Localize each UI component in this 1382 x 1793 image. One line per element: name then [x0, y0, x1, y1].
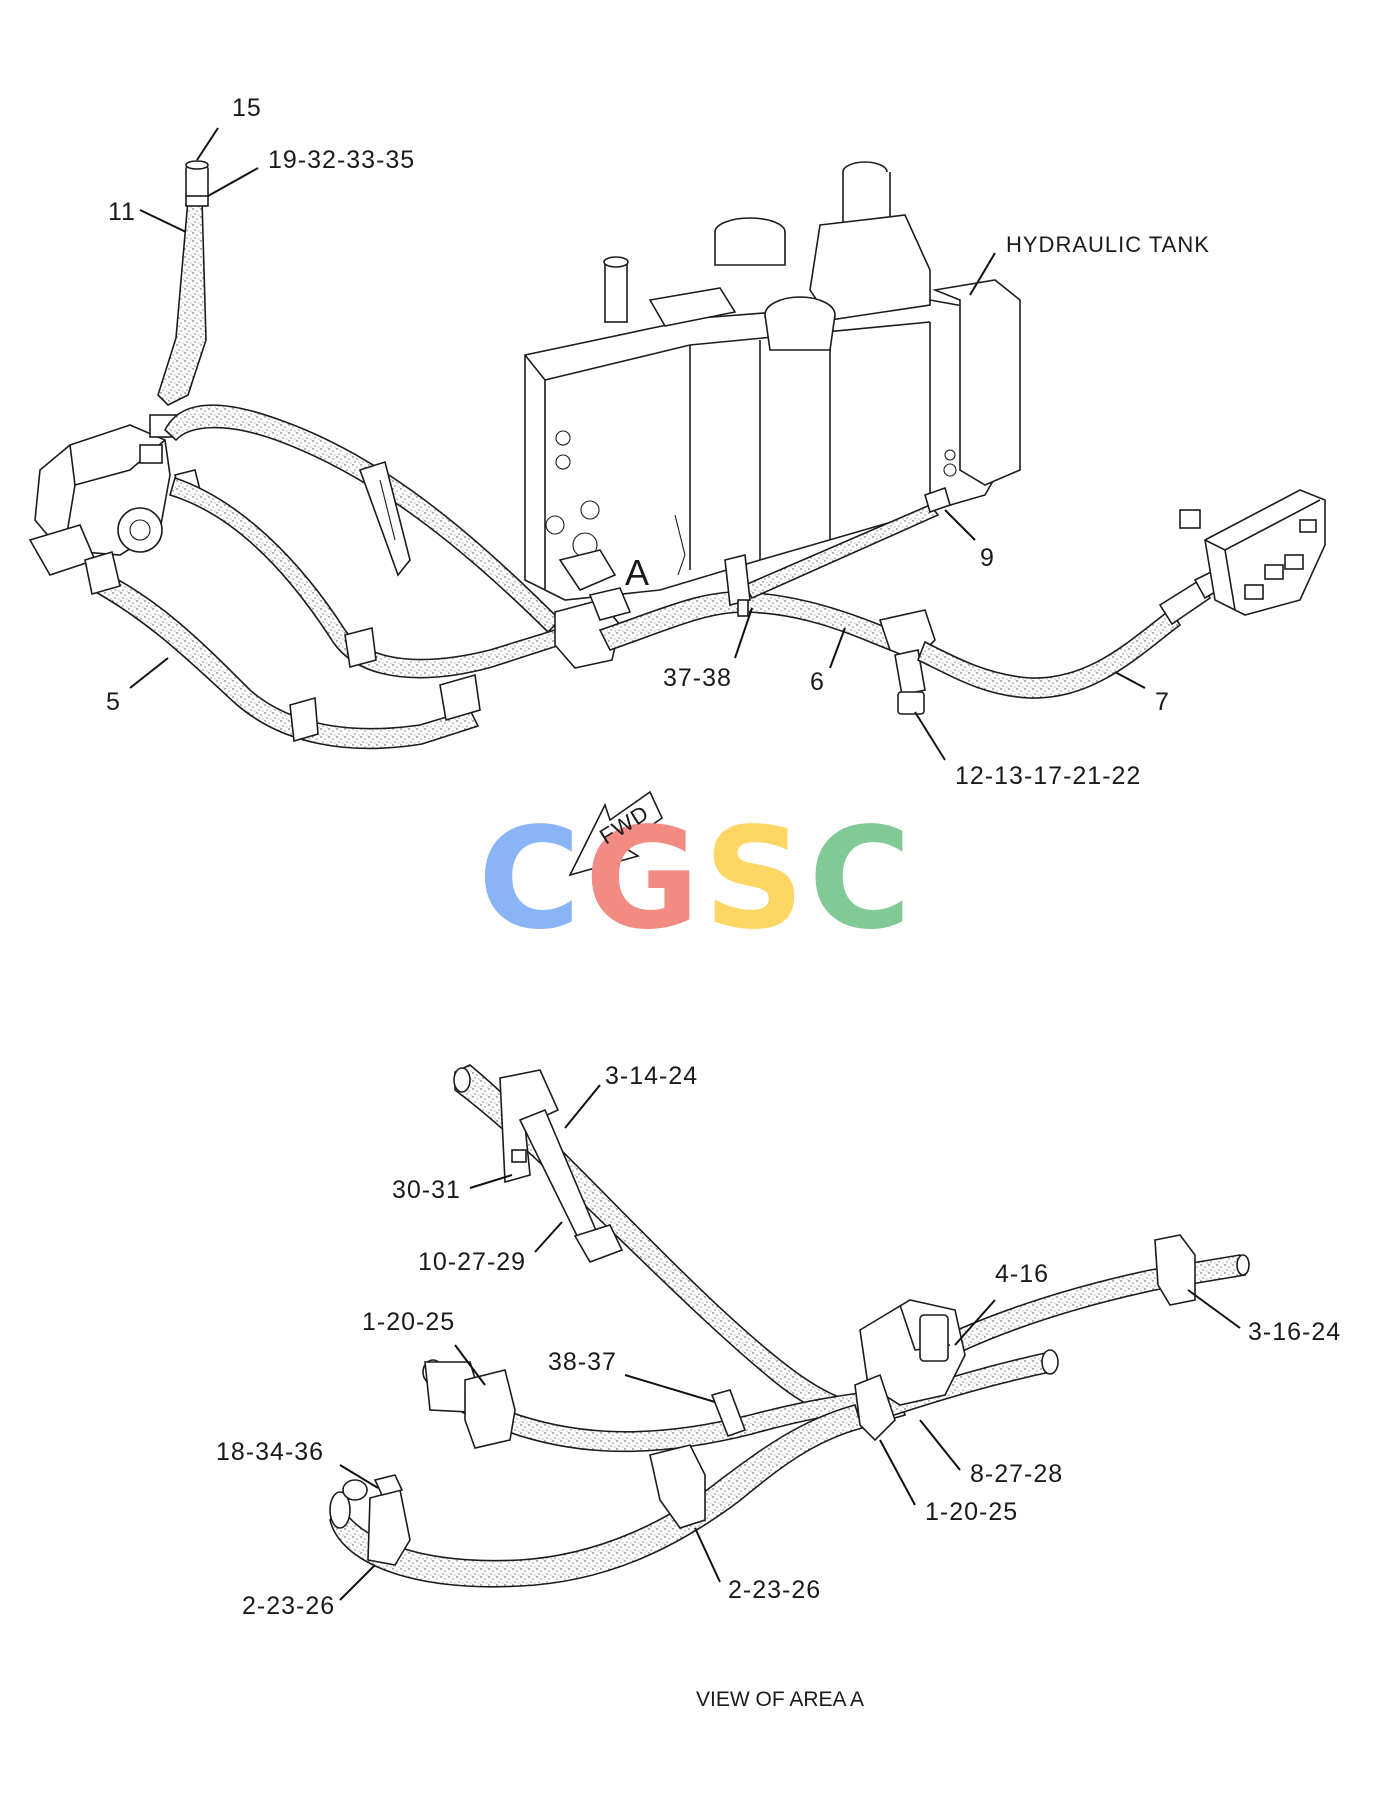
leader-7	[1114, 671, 1146, 689]
fwd-arrow	[568, 790, 664, 877]
leader-37-38	[734, 607, 753, 659]
callout-area-a: A	[625, 552, 651, 593]
bottom-view-artwork	[329, 1064, 1250, 1601]
clip-38-37	[710, 1389, 747, 1438]
cap-15	[185, 164, 209, 200]
callout-6: 6	[810, 668, 825, 696]
leader-4-16	[954, 1299, 996, 1346]
watermark-letter-2: G	[584, 798, 700, 961]
watermark-letter-4: C	[808, 798, 912, 961]
callout-18-34-36: 18-34-36	[216, 1438, 325, 1466]
callout-12-13-17-21-22: 12-13-17-21-22	[955, 762, 1142, 790]
watermark: C G S C	[478, 798, 911, 961]
leader-5	[129, 657, 169, 689]
leader-hydraulic-tank	[969, 252, 996, 296]
leader-19	[207, 167, 259, 197]
callout-7: 7	[1155, 688, 1170, 716]
leader-3-16-24	[1187, 1289, 1241, 1329]
callout-8-27-28: 8-27-28	[970, 1460, 1064, 1488]
clamp-1-20-25-left	[464, 1369, 516, 1449]
leader-15	[196, 127, 219, 161]
callout-3-14-24: 3-14-24	[605, 1062, 699, 1090]
leader-38-37	[624, 1374, 716, 1403]
callout-2-23-26-left: 2-23-26	[242, 1592, 336, 1620]
clamp-1-20-25-right	[854, 1373, 896, 1442]
callout-hydraulic-tank: HYDRAULIC TANK	[1006, 232, 1210, 257]
watermark-letter-3: S	[703, 798, 805, 961]
callout-9: 9	[980, 544, 995, 572]
clamp-top-2	[289, 696, 319, 743]
callout-19-32-33-35: 19-32-33-35	[268, 146, 416, 174]
hydraulic-tank	[524, 161, 1021, 601]
clamp-2-23-26-right	[649, 1444, 706, 1529]
callout-37-38: 37-38	[663, 664, 732, 692]
clamp-3-16-24	[1154, 1234, 1196, 1306]
view-caption: VIEW OF AREA A	[696, 1688, 865, 1711]
leader-10-27-29	[534, 1221, 563, 1253]
callout-1-20-25-right: 1-20-25	[925, 1498, 1019, 1526]
callout-5: 5	[106, 688, 121, 716]
callout-1-20-25-left: 1-20-25	[362, 1308, 456, 1336]
clamp-top-1	[344, 626, 377, 669]
pump-assembly	[28, 414, 201, 576]
bracket-top	[358, 460, 411, 577]
leader-9	[944, 509, 976, 541]
tube-diagonal	[454, 1064, 907, 1423]
hose-supply-loop	[164, 404, 562, 634]
watermark-letter-1: C	[478, 798, 581, 961]
callout-38-37: 38-37	[548, 1348, 617, 1376]
hose-5	[90, 568, 480, 750]
callout-10-27-29: 10-27-29	[418, 1248, 527, 1276]
leader-18-34-36	[339, 1464, 379, 1489]
leader-2-23-26-left	[339, 1564, 376, 1601]
leader-1-20-25-left	[454, 1344, 486, 1386]
leader-3-14-24	[564, 1084, 601, 1129]
callout-4-16: 4-16	[995, 1260, 1050, 1288]
leader-30-31	[469, 1174, 513, 1189]
tube-lower-loop	[329, 1404, 864, 1588]
control-valve	[1179, 489, 1326, 616]
leader-1-20-25-right	[879, 1439, 916, 1506]
callout-2-23-26-right: 2-23-26	[728, 1576, 822, 1604]
leader-6	[829, 627, 846, 669]
top-view-artwork	[28, 127, 1326, 877]
hose-upper-middle	[169, 476, 562, 679]
callout-30-31: 30-31	[392, 1176, 461, 1204]
leader-12	[914, 711, 946, 761]
leader-8-27-28	[919, 1419, 961, 1471]
leader-11	[139, 209, 187, 233]
hose-7	[916, 608, 1182, 699]
clip-37-38	[724, 554, 751, 606]
callout-15: 15	[232, 94, 262, 122]
hose-11	[157, 199, 207, 406]
leader-2-23-26-right	[694, 1527, 721, 1583]
clamp-top-3	[439, 673, 481, 722]
callout-3-16-24: 3-16-24	[1248, 1318, 1342, 1346]
callout-11: 11	[108, 198, 136, 226]
